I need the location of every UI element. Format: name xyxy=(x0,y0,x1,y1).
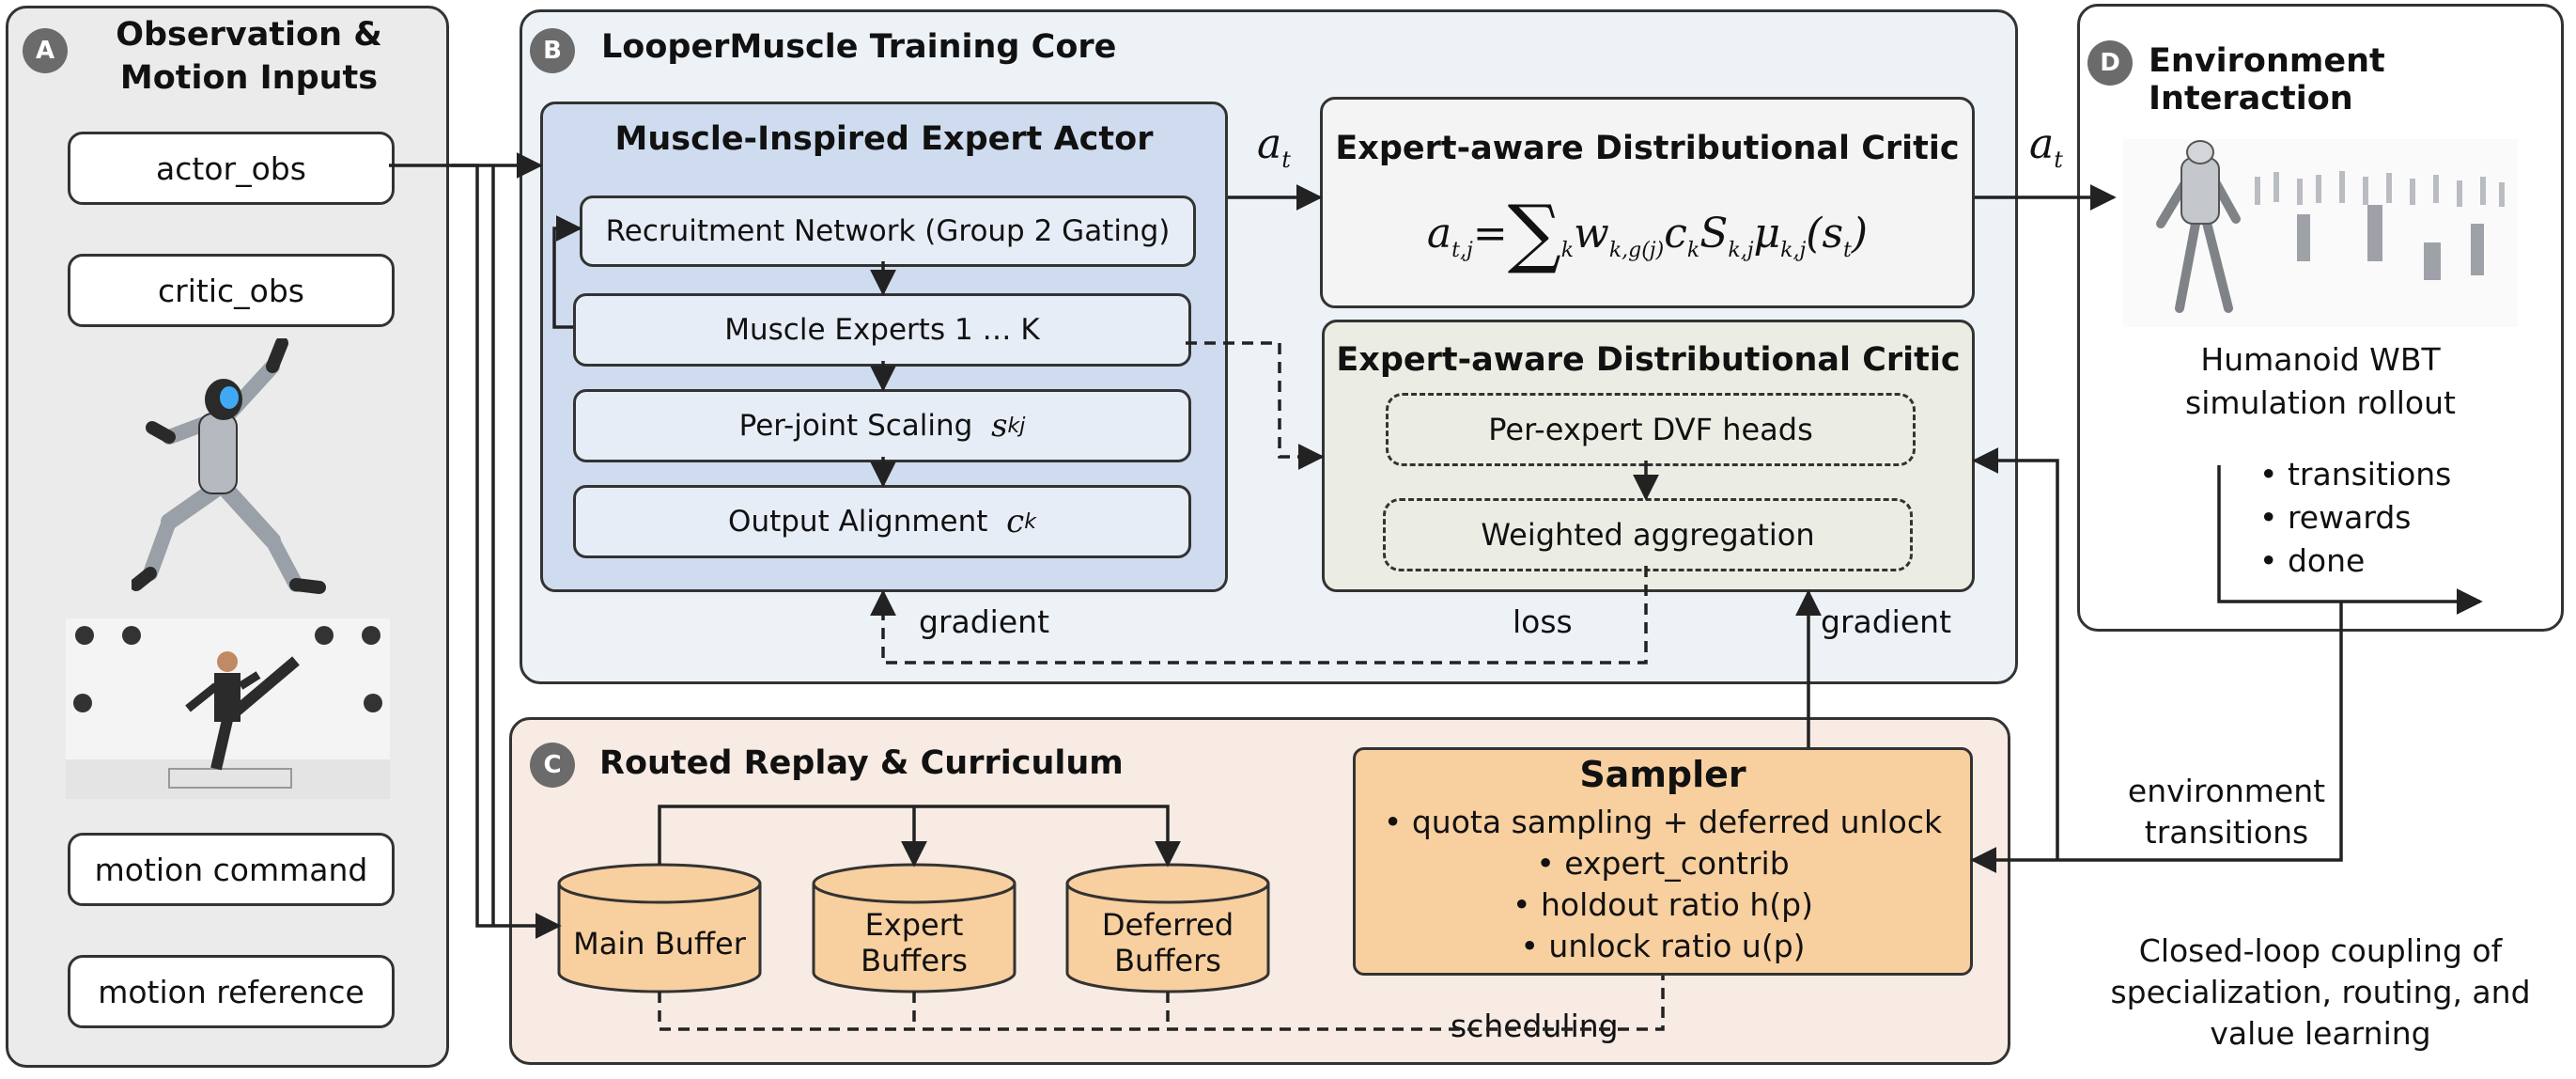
deferred-buffers-cylinder xyxy=(1065,884,1270,993)
dashed-scheduling xyxy=(658,976,1665,1031)
expert-actor-title: Muscle-Inspired Expert Actor xyxy=(614,120,1154,158)
recruitment-network-box: Recruitment Network (Group 2 Gating) xyxy=(580,195,1196,267)
critic-top-title: Expert-aware Distributional Critic xyxy=(1335,130,1960,167)
scaling-subscript: kj xyxy=(1007,414,1026,438)
gradient-label-left: gradient xyxy=(919,603,1050,640)
deferred-buffers-label: Deferred Buffers xyxy=(1101,907,1234,978)
dashed-actor-to-critic xyxy=(1186,341,1325,470)
badge-b: B xyxy=(530,28,575,73)
main-buffer-label: Main Buffer xyxy=(573,926,746,962)
critic-bottom-box xyxy=(1322,320,1975,592)
sampler-item: • unlock ratio u(p) xyxy=(1520,928,1806,964)
per-expert-dvf-heads: Per-expert DVF heads xyxy=(1386,393,1916,466)
sampler-box xyxy=(1353,747,1973,976)
panel-d-title: Environment Interaction xyxy=(2149,42,2385,117)
panel-c-title: Routed Replay & Curriculum xyxy=(599,744,1124,782)
expert-buffers-label: Expert Buffers xyxy=(861,907,968,978)
per-joint-scaling-label: Per-joint Scaling xyxy=(738,409,973,443)
input-motion-command: motion command xyxy=(68,833,395,906)
critic-formula: at,j=∑kwk,g(j)ckSk,jμk,j(st) xyxy=(1426,189,1869,276)
arrow-env-to-critic xyxy=(1972,447,2059,860)
line-input-bus xyxy=(451,164,562,939)
dashed-loss-gradient xyxy=(870,566,1648,665)
output-item: • rewards xyxy=(2259,499,2412,536)
badge-c: C xyxy=(530,743,575,788)
gradient-label-right: gradient xyxy=(1821,603,1952,640)
critic-top-box xyxy=(1320,97,1975,308)
critic-bottom-title: Expert-aware Distributional Critic xyxy=(1336,341,1961,379)
motion-capture-studio-image xyxy=(66,618,390,799)
input-critic-obs: critic_obs xyxy=(68,254,395,327)
scheduling-label: scheduling xyxy=(1451,1008,1619,1044)
sampler-item: • expert_contrib xyxy=(1536,845,1790,882)
action-label-actor: at xyxy=(1257,120,1291,173)
panel-a-title: Observation & Motion Inputs xyxy=(85,13,413,100)
environment-outputs: • transitions • rewards • done xyxy=(2259,453,2451,583)
simulation-caption: Humanoid WBT simulation rollout xyxy=(2185,341,2456,421)
panel-a-title-line2: Motion Inputs xyxy=(119,59,379,97)
output-item: • transitions xyxy=(2259,456,2452,493)
panel-a-title-line1: Observation & xyxy=(116,16,382,54)
arrow-env-output xyxy=(2217,465,2483,615)
sampler-item: • holdout ratio h(p) xyxy=(1513,886,1813,923)
action-label-env: at xyxy=(2029,120,2063,173)
sampler-title: Sampler xyxy=(1579,754,1746,795)
sampler-items: • quota sampling + deferred unlock • exp… xyxy=(1353,802,1973,967)
badge-d: D xyxy=(2087,40,2133,86)
sampler-item: • quota sampling + deferred unlock xyxy=(1383,804,1943,840)
main-buffer-cylinder xyxy=(557,884,762,993)
environment-transitions-label: environment transitions xyxy=(2127,773,2326,851)
input-actor-obs: actor_obs xyxy=(68,132,395,205)
arrow-feedback-loop xyxy=(552,215,582,329)
badge-a: A xyxy=(23,28,68,73)
loss-label: loss xyxy=(1513,603,1573,640)
alignment-symbol: c xyxy=(1006,503,1025,540)
alignment-subscript: k xyxy=(1024,509,1036,534)
simulation-rollout-image xyxy=(2123,139,2518,327)
output-alignment-label: Output Alignment xyxy=(728,505,988,539)
arrow-env-transitions-to-sampler xyxy=(1970,602,2343,873)
panel-b-title: LooperMuscle Training Core xyxy=(601,28,1117,66)
output-item: • done xyxy=(2259,542,2366,579)
humanoid-robot-illustration xyxy=(132,338,326,594)
input-motion-reference: motion reference xyxy=(68,955,395,1028)
footer-caption: Closed-loop coupling of specialization, … xyxy=(2110,932,2531,1052)
expert-buffers-cylinder xyxy=(812,884,1016,993)
scaling-symbol: s xyxy=(991,407,1008,445)
